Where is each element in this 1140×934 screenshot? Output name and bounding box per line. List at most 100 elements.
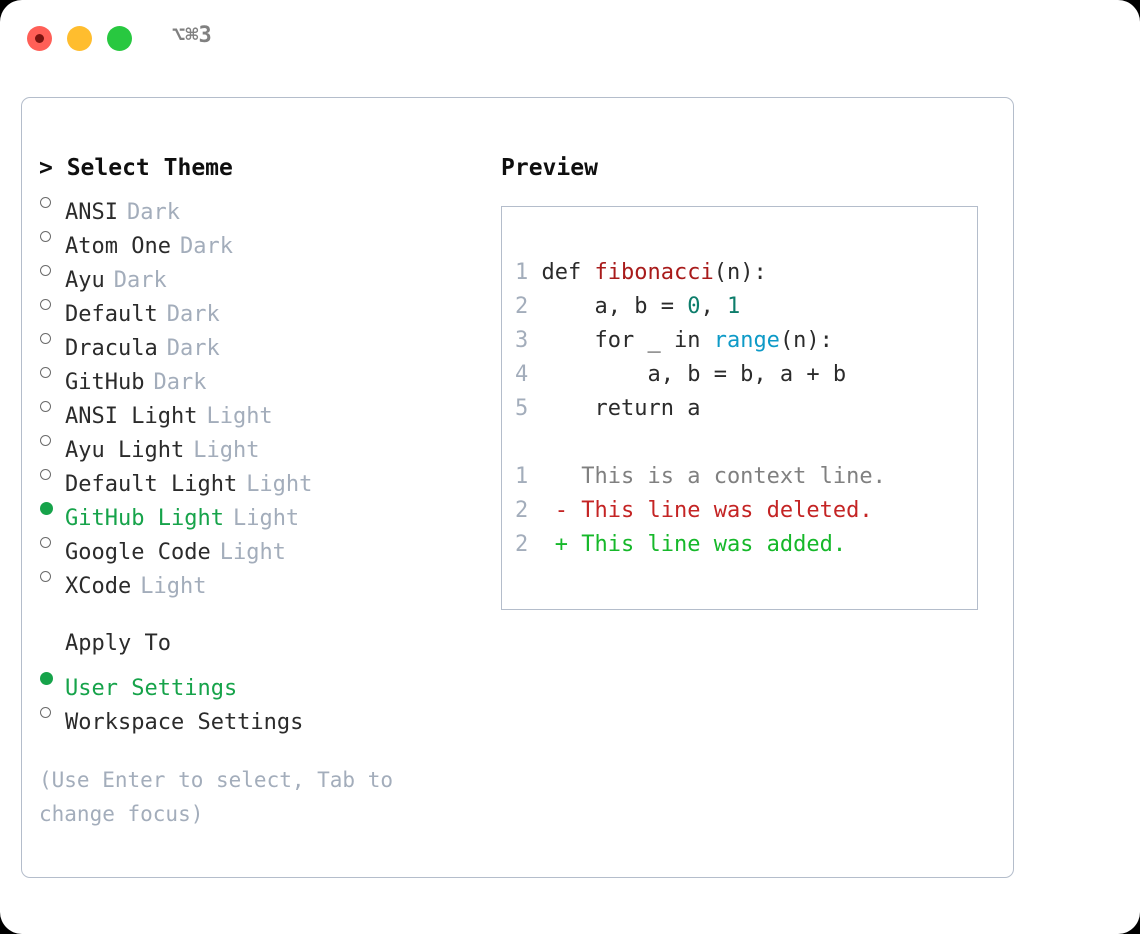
code-token-plain: a, b = b, a + b: [647, 362, 847, 387]
theme-option-variant: Light: [140, 574, 207, 599]
theme-option-variant: Light: [206, 404, 273, 429]
radio-unselected-icon: [39, 695, 65, 729]
diff-marker: [555, 464, 568, 489]
theme-option-default-light[interactable]: Default Light Light: [39, 457, 489, 497]
theme-option-variant: Dark: [153, 370, 207, 395]
theme-option-variant: Light: [246, 472, 313, 497]
theme-option-dracula[interactable]: Dracula Dark: [39, 321, 489, 361]
apply-to-header: Apply To: [65, 631, 171, 656]
maximize-window-button[interactable]: [107, 26, 132, 51]
code-token-plain: ,: [700, 294, 727, 319]
code-token-num: 1: [726, 294, 741, 319]
radio-unselected-icon: [39, 321, 65, 355]
theme-option-label: GitHub: [65, 370, 145, 395]
radio-unselected-icon: [39, 185, 65, 219]
theme-option-label: Google Code: [65, 540, 211, 565]
code-line: 5 return a: [515, 392, 971, 426]
line-number: 2: [515, 294, 542, 319]
keyboard-hint-text: (Use Enter to select, Tab to change focu…: [39, 768, 394, 826]
radio-selected-icon: [39, 661, 65, 695]
code-token-fn: fibonacci: [594, 260, 714, 285]
code-token-plain: for _ in: [594, 328, 714, 353]
line-number: 1: [515, 260, 542, 285]
code-token-plain: return a: [594, 396, 701, 421]
diff-text: This line was added.: [568, 532, 847, 557]
diff-line-deleted: 2 - This line was deleted.: [515, 494, 971, 528]
code-indent: [542, 362, 648, 387]
theme-option-variant: Light: [219, 540, 286, 565]
code-blank-line: [515, 426, 971, 460]
theme-option-atom-one[interactable]: Atom One Dark: [39, 219, 489, 259]
close-icon: [35, 34, 44, 43]
radio-unselected-icon: [39, 525, 65, 559]
theme-option-variant: Dark: [166, 336, 220, 361]
radio-unselected-icon: [39, 253, 65, 287]
diff-line-added: 2 + This line was added.: [515, 528, 971, 562]
theme-option-label: GitHub Light: [65, 506, 224, 531]
radio-selected-icon: [39, 491, 65, 525]
theme-option-variant: Dark: [126, 200, 180, 225]
radio-unselected-icon: [39, 559, 65, 593]
theme-option-variant: Dark: [166, 302, 220, 327]
line-number: 3: [515, 328, 542, 353]
code-line: 1 def fibonacci(n):: [515, 256, 971, 290]
diff-text: This is a context line.: [568, 464, 886, 489]
code-token-plain: def: [541, 260, 595, 285]
code-token-plain: (n):: [779, 328, 833, 353]
theme-option-github-light[interactable]: GitHub Light Light: [39, 491, 489, 531]
theme-option-label: Default: [65, 302, 158, 327]
minimize-window-button[interactable]: [67, 26, 92, 51]
radio-unselected-icon: [39, 287, 65, 321]
diff-sample: 1 This is a context line.2 - This line w…: [515, 460, 971, 562]
theme-option-variant: Light: [232, 506, 300, 531]
theme-option-ansi-light[interactable]: ANSI Light Light: [39, 389, 489, 429]
radio-unselected-icon: [39, 355, 65, 389]
line-number: 2: [515, 498, 555, 523]
theme-option-label: Ayu: [65, 268, 105, 293]
code-token-plain: (n):: [713, 260, 767, 285]
apply-to-option-workspace-settings[interactable]: Workspace Settings: [39, 695, 489, 735]
radio-unselected-icon: [39, 457, 65, 491]
preview-header: Preview: [501, 155, 598, 181]
code-line: 4 a, b = b, a + b: [515, 358, 971, 392]
theme-option-label: XCode: [65, 574, 132, 599]
code-token-plain: a, b =: [594, 294, 688, 319]
theme-option-default[interactable]: Default Dark: [39, 287, 489, 327]
line-number: 2: [515, 532, 555, 557]
theme-option-ansi[interactable]: ANSI Dark: [39, 185, 489, 225]
select-theme-header: > Select Theme: [39, 155, 233, 181]
theme-option-google-code[interactable]: Google Code Light: [39, 525, 489, 565]
theme-option-variant: Dark: [179, 234, 233, 259]
code-indent: [542, 294, 595, 319]
code-token-num: 0: [687, 294, 701, 319]
apply-to-option-label: User Settings: [65, 676, 238, 701]
apply-to-option-user-settings[interactable]: User Settings: [39, 661, 489, 701]
keyboard-shortcut-label: ⌥⌘3: [172, 23, 212, 48]
theme-option-github[interactable]: GitHub Dark: [39, 355, 489, 395]
diff-marker: -: [554, 498, 568, 523]
theme-option-variant: Light: [193, 438, 260, 463]
theme-option-label: ANSI Light: [65, 404, 198, 429]
radio-unselected-icon: [39, 219, 65, 253]
diff-marker: +: [554, 532, 568, 557]
preview-column: Preview 1 def fibonacci(n):2 a, b = 0, 1…: [501, 151, 997, 610]
code-token-builtin: range: [713, 328, 780, 353]
theme-option-label: ANSI: [65, 200, 118, 225]
diff-line-context: 1 This is a context line.: [515, 460, 971, 494]
code-indent: [542, 396, 595, 421]
theme-option-label: Atom One: [65, 234, 171, 259]
line-number: 5: [515, 396, 542, 421]
theme-option-label: Dracula: [65, 336, 158, 361]
line-number: 4: [515, 362, 542, 387]
theme-option-xcode[interactable]: XCode Light: [39, 559, 489, 599]
theme-option-label: Default Light: [65, 472, 238, 497]
